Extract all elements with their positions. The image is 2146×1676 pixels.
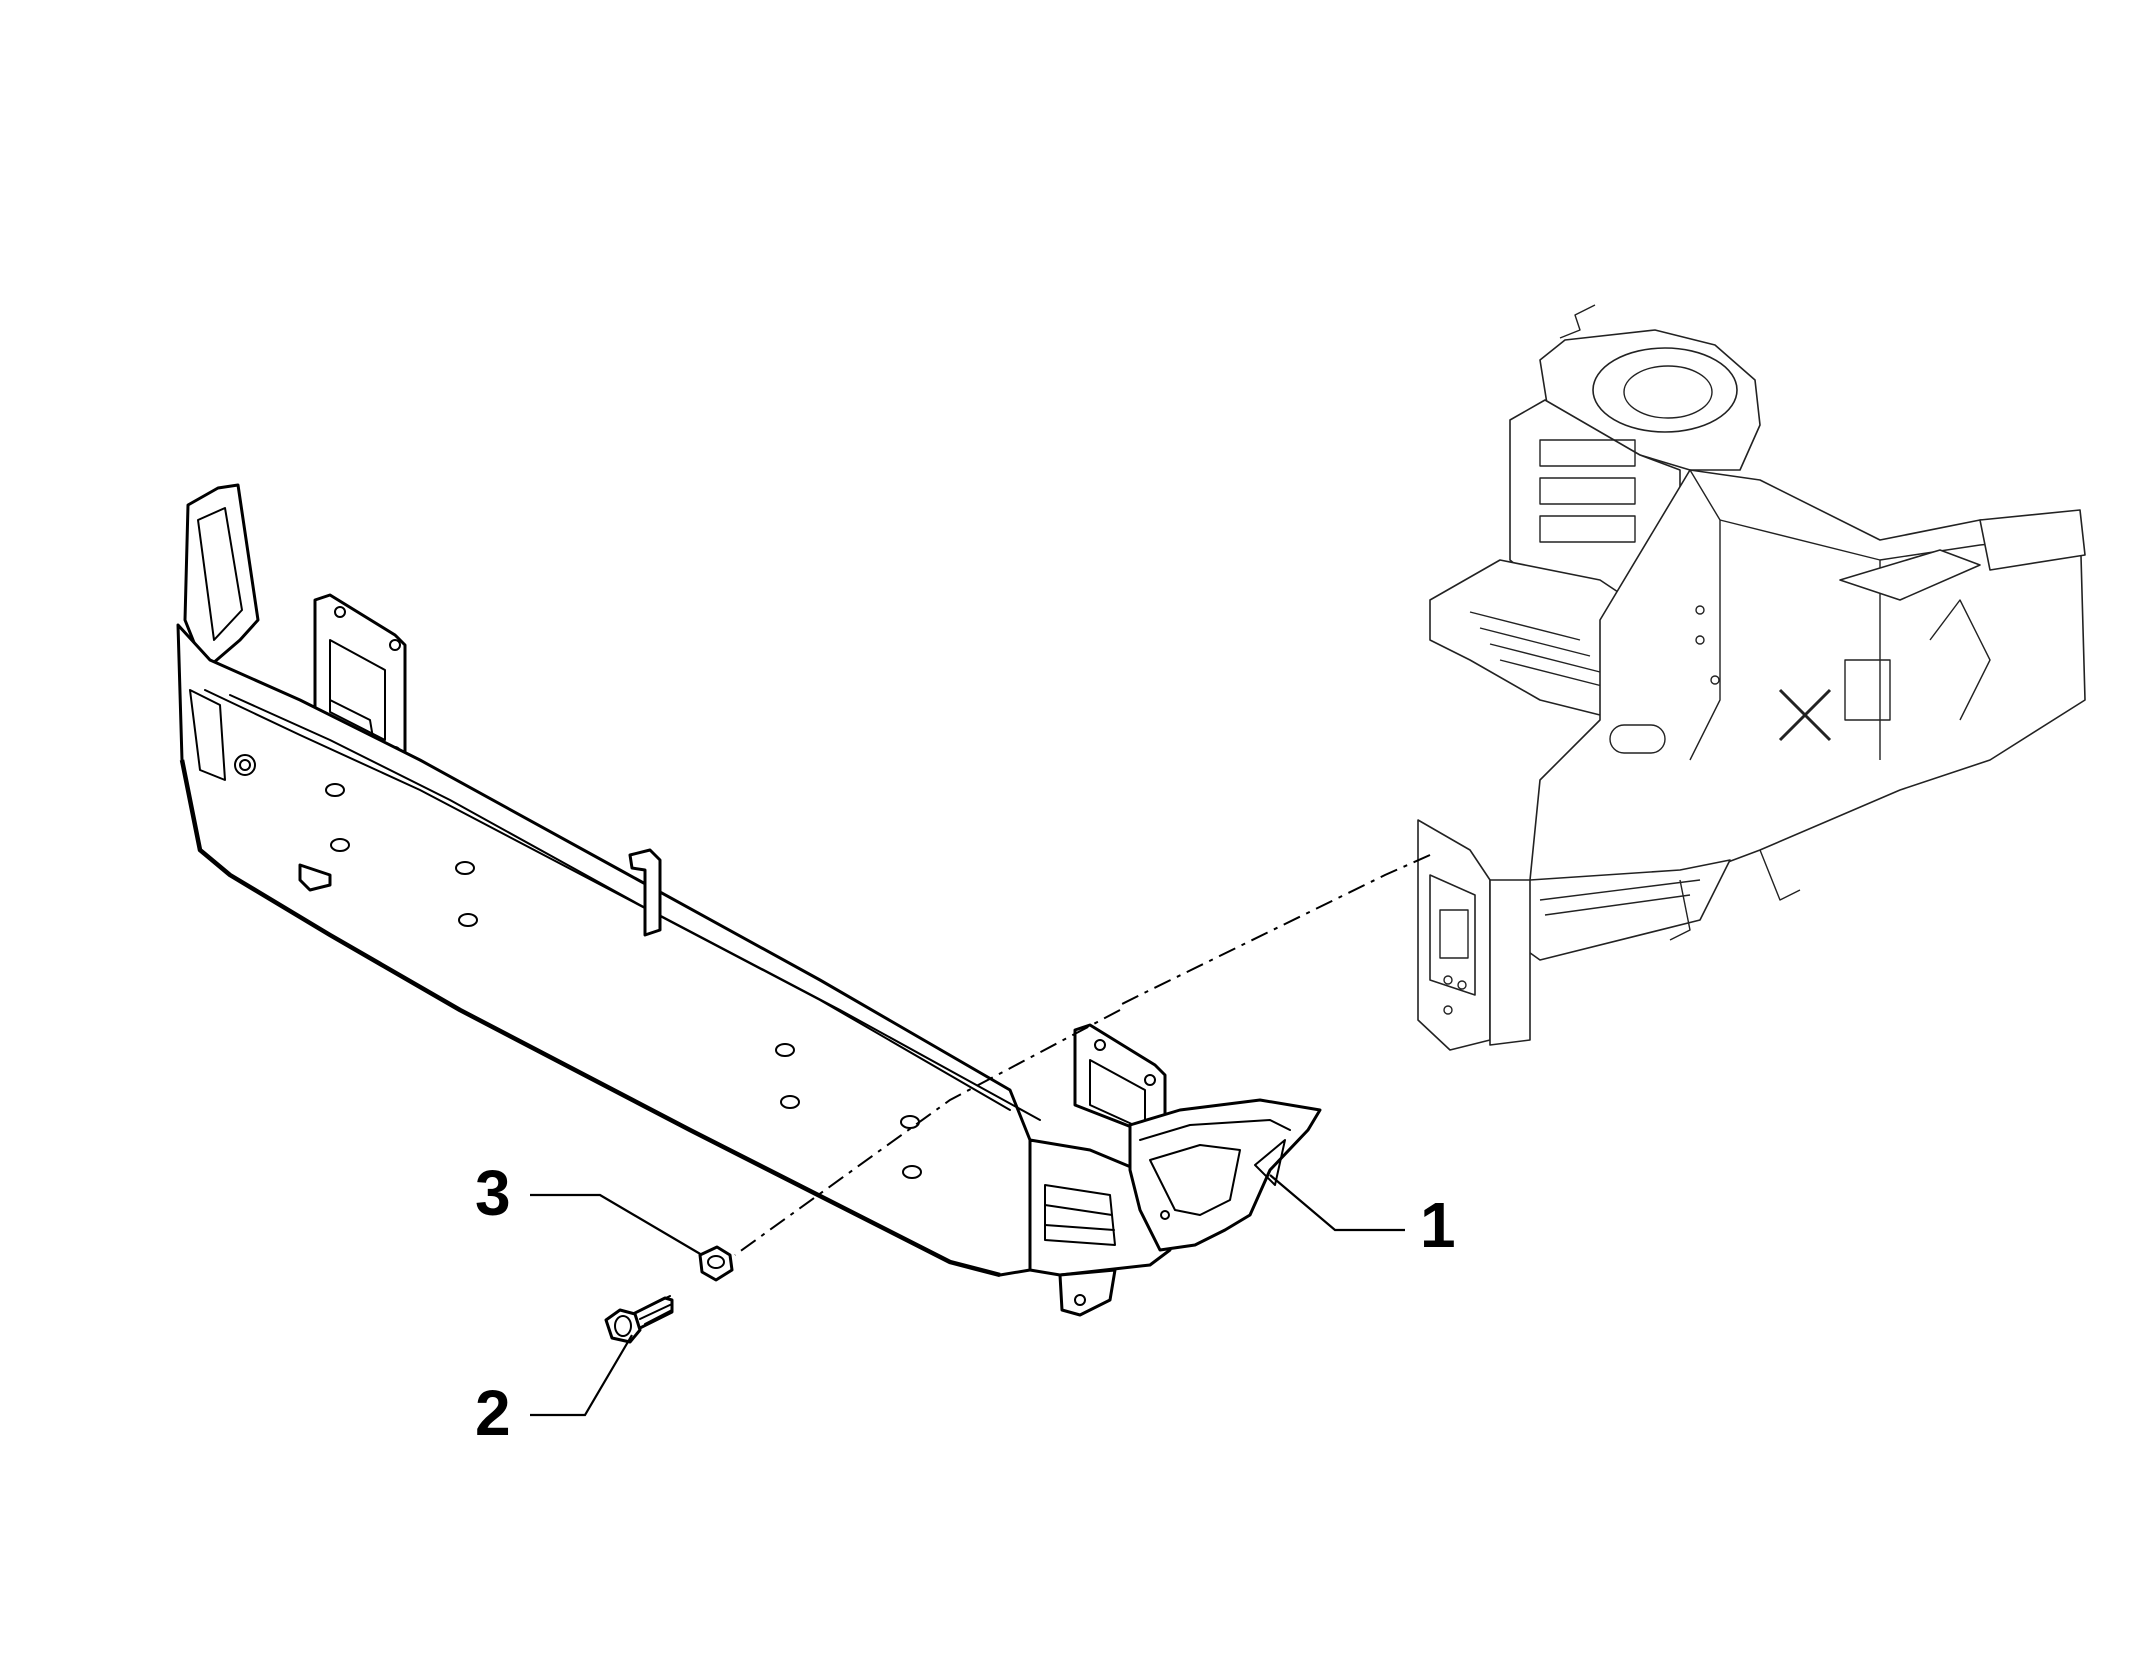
nut-part	[698, 1245, 734, 1282]
crossmember-part	[176, 483, 1322, 1317]
assembly-axis-line-lower	[734, 1009, 1121, 1256]
callout-leader-2	[530, 1334, 633, 1417]
callout-leader-1	[1269, 1174, 1405, 1232]
callout-number-3: 3	[475, 1157, 511, 1229]
bolt-part	[604, 1295, 674, 1344]
assembly-axis-line-upper	[1119, 854, 1431, 1006]
callout-leader-3	[530, 1193, 703, 1256]
vehicle-body-structure	[1417, 304, 2086, 1051]
callout-number-2: 2	[475, 1377, 511, 1449]
callout-number-1: 1	[1420, 1189, 1456, 1261]
